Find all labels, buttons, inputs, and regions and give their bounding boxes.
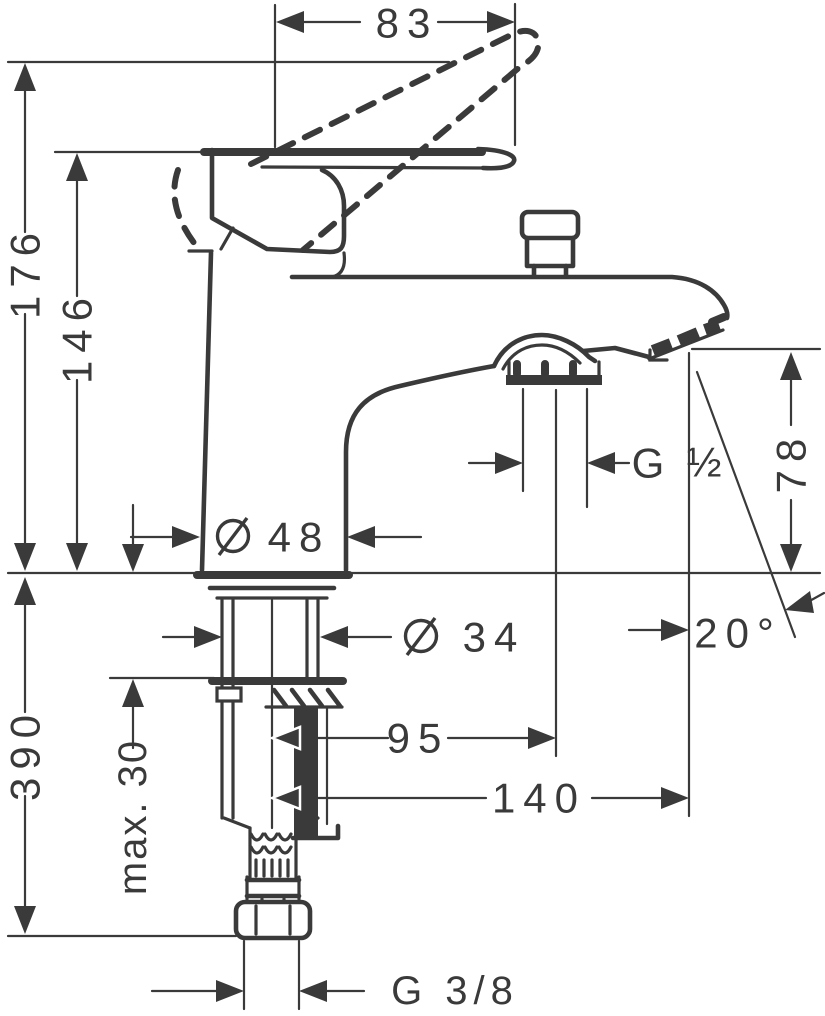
dimension-140: 140 [268,775,689,822]
dimension-390: 390 [2,577,49,934]
dim-83-label: 83 [376,0,439,47]
dia-48-label: 48 [268,514,331,561]
diverter-knob [519,209,581,279]
diameter-symbol-48 [215,516,251,557]
dia-34-label: 34 [463,614,526,661]
dimension-146: 146 [54,153,101,571]
thread-g-letter: G [632,440,673,487]
dimension-95: 95 [268,715,556,762]
hose-hex-nut [233,899,313,941]
dimension-176: 176 [2,63,49,571]
dimension-83: 83 [273,0,517,149]
dim-390-label: 390 [2,707,49,801]
dimension-dia-34: 34 [161,614,526,661]
dim-78-label: 78 [768,431,815,494]
angle-20-label: 20° [694,610,782,657]
dim-140-label: 140 [492,775,586,822]
spout-body [193,250,730,579]
diameter-symbol-34 [403,616,439,657]
dim-176-label: 176 [2,225,49,319]
aerator [580,313,728,362]
dimension-dia-48: 48 [129,514,423,561]
mounting-nut [208,677,347,709]
lever-handle-raised-dashed [171,27,542,253]
faucet-outline [171,27,730,941]
handle-housing [187,147,347,255]
max-30-label: max. 30 [111,739,155,895]
thread-g-size: ½ [686,439,729,486]
dim-95-label: 95 [387,715,450,762]
lever-handle [200,146,517,171]
dimension-angle-20: 20° [627,591,825,657]
reference-lines [6,60,822,1011]
thread-g38-label: G 3/8 [391,969,519,1013]
dimension-78: 78 [768,352,815,572]
mounting-shank [207,585,337,830]
handshower-port [491,332,602,385]
dim-146-label: 146 [54,290,101,384]
angle-20-line [695,370,797,639]
dimension-g-half: G ½ [467,439,729,487]
dimension-g38: G 3/8 [150,969,519,1013]
dimension-max-30: max. 30 [111,503,155,895]
